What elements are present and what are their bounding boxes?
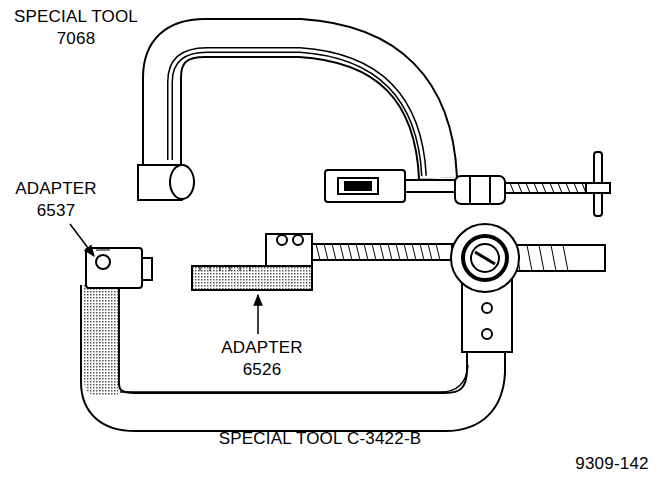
screw-assembly [469, 176, 471, 204]
c-frame-7068 [162, 38, 438, 178]
adapter-name: ADAPTER 6526 [212, 337, 312, 381]
adapter-6537-block [86, 248, 152, 288]
figure-number: 9309-142 [557, 453, 667, 475]
adapter-6537-block [96, 255, 110, 269]
screw-assembly [325, 170, 405, 202]
adapter-name: ADAPTER 6537 [6, 178, 106, 222]
screw-assembly [586, 183, 610, 193]
c-frame-c3422b [84, 285, 118, 396]
screw-assembly [405, 180, 455, 192]
leader-line [257, 295, 259, 334]
frame-foot [170, 165, 194, 199]
knob-ring [451, 224, 519, 292]
c-frame-7068 [162, 38, 438, 178]
adapter-6526-bar [192, 266, 312, 290]
adapter-6526-bar [192, 234, 312, 290]
tool-name: SPECIAL TOOL C-3422-B [160, 428, 480, 450]
adapter-6526-bar [293, 235, 303, 245]
screw-assembly [338, 178, 378, 194]
knob-ring [475, 252, 495, 264]
leader-line [70, 224, 94, 256]
c-frame-c3422b [100, 285, 486, 412]
bracket [482, 303, 492, 313]
c-frame-c3422b [84, 285, 486, 412]
screw-assembly [325, 152, 610, 216]
c-frame-c3422b [100, 285, 486, 412]
c-frame-7068 [162, 38, 438, 178]
leader-line [70, 224, 258, 334]
threaded-rod [515, 245, 568, 271]
c-frame-c3422b [120, 365, 468, 392]
threaded-rod [312, 244, 452, 260]
screw-assembly [455, 176, 505, 204]
c-frame-7068 [170, 50, 424, 176]
knob-ring [451, 224, 519, 292]
screw-assembly [489, 176, 491, 204]
screw-assembly [505, 183, 597, 193]
screw-assembly [345, 182, 371, 190]
frame-foot [138, 165, 194, 200]
knob-ring [471, 244, 499, 272]
tool-name: SPECIAL TOOL 7068 [6, 6, 146, 50]
threaded-rod [316, 244, 440, 260]
adapter-6537-block [86, 248, 142, 288]
bracket [482, 329, 492, 339]
adapter-6537-block [142, 258, 152, 280]
adapter-6537-block [96, 250, 110, 251]
adapter-6526-bar [200, 266, 250, 271]
knob-ring [463, 236, 507, 280]
adapter-6526-bar [277, 235, 287, 245]
c-frame-7068 [170, 50, 424, 176]
adapter-6526-bar [266, 234, 312, 266]
screw-assembly [510, 183, 586, 193]
